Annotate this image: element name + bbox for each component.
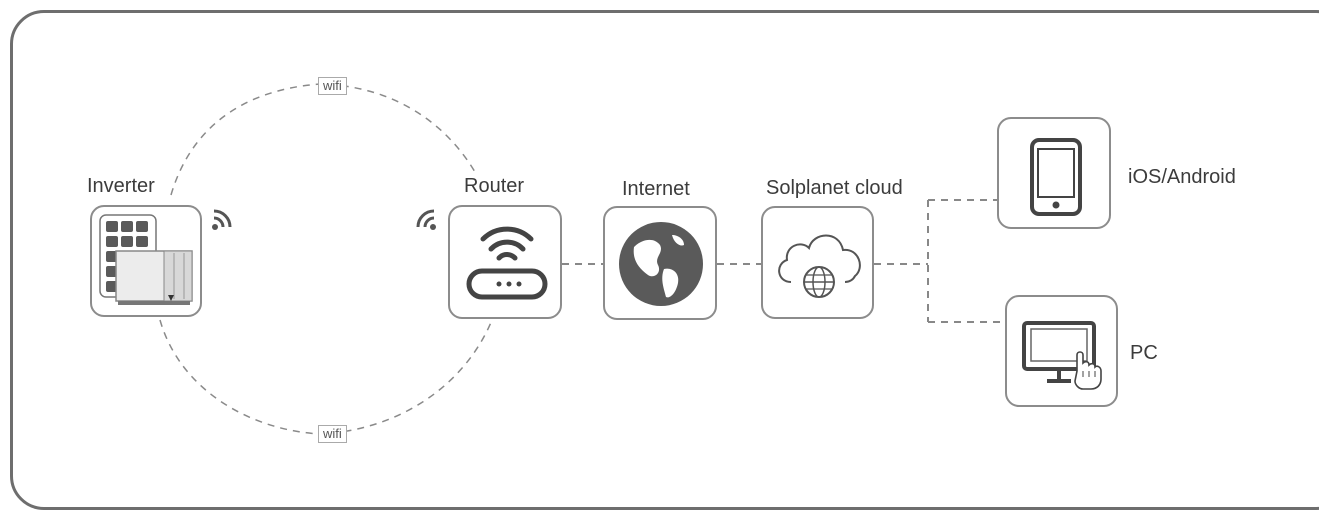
cloud-icon bbox=[778, 234, 861, 298]
wifi-signal-icon bbox=[212, 209, 232, 230]
inverter-icon bbox=[99, 214, 193, 305]
cloud-label: Solplanet cloud bbox=[764, 177, 905, 200]
internet-node bbox=[603, 206, 717, 320]
router-node bbox=[448, 205, 562, 319]
wifi-arc-bottom bbox=[159, 319, 493, 435]
wifi-signal-icon bbox=[416, 209, 436, 230]
pc-label: PC bbox=[1128, 342, 1160, 365]
wifi-arc-top bbox=[170, 83, 483, 196]
wifi-label-bottom: wifi bbox=[318, 425, 347, 443]
cloud-node bbox=[761, 206, 874, 319]
monitor-icon bbox=[1022, 321, 1102, 390]
router-label: Router bbox=[462, 175, 527, 198]
wifi-label-top: wifi bbox=[318, 77, 347, 95]
internet-label: Internet bbox=[620, 178, 692, 201]
pc-node bbox=[1005, 295, 1118, 407]
inverter-node bbox=[90, 205, 202, 317]
inverter-label: Inverter bbox=[85, 175, 157, 198]
mobile-label: iOS/Android bbox=[1126, 166, 1238, 189]
smartphone-icon bbox=[1030, 138, 1082, 216]
globe-icon bbox=[619, 222, 703, 306]
router-icon bbox=[466, 226, 548, 300]
mobile-node bbox=[997, 117, 1111, 229]
